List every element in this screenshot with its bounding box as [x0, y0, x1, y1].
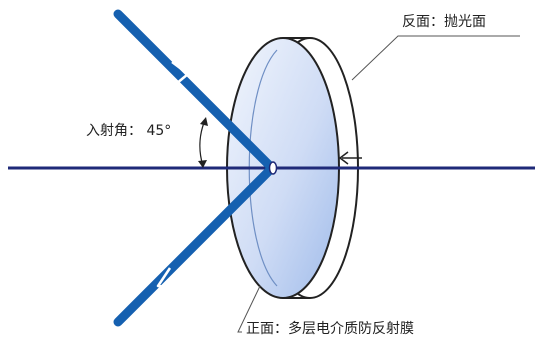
back-surface-arrowhead — [338, 151, 349, 165]
reflected-beam — [113, 163, 277, 327]
back-surface-label: 反面：抛光面 — [402, 14, 486, 30]
reflected-direction-arrow — [156, 267, 177, 290]
angle-arc — [199, 119, 206, 167]
front-label-leader — [237, 285, 261, 333]
incident-beam — [113, 9, 277, 173]
incident-direction-arrow — [171, 61, 190, 85]
angle-arc-arrowhead-top — [200, 117, 208, 126]
incidence-angle-label: 入射角： 45° — [86, 123, 172, 139]
front-surface-label: 正面：多层电介质防反射膜 — [246, 321, 414, 337]
incidence-point — [268, 161, 278, 175]
back-label-leader — [351, 35, 520, 81]
angle-arc-arrowhead-bottom — [198, 160, 207, 168]
